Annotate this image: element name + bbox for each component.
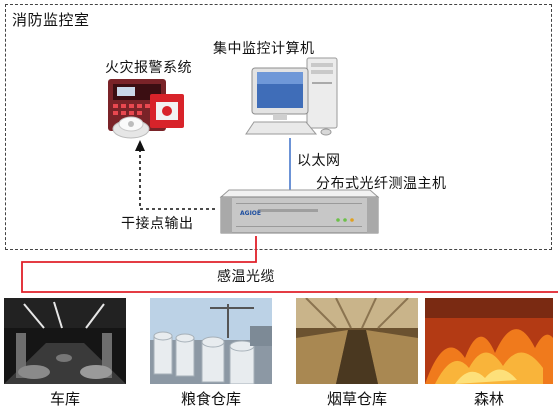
- dry-contact-label: 干接点输出: [121, 216, 194, 232]
- monitoring-room-label: 消防监控室: [12, 11, 90, 29]
- ethernet-label: 以太网: [297, 153, 341, 169]
- grain-warehouse-photo: [150, 298, 272, 384]
- forest-caption: 森林: [473, 390, 504, 408]
- host-label: 分布式光纤测温主机: [316, 176, 447, 192]
- garage-caption: 车库: [49, 390, 80, 408]
- computer-label: 集中监控计算机: [213, 41, 315, 57]
- forest-photo: [425, 298, 553, 384]
- monitoring-room-boundary: [5, 4, 552, 250]
- monitoring-computer: [245, 57, 338, 136]
- grain-warehouse-caption: 粮食仓库: [180, 390, 241, 408]
- garage-photo: [4, 298, 126, 384]
- tobacco-warehouse-photo: [296, 298, 418, 384]
- sensing-cable-line: [21, 236, 558, 293]
- dry-contact-arrowhead: [135, 140, 145, 151]
- dry-contact-arrow-line: [139, 150, 215, 210]
- host-brand-text: AGIOE: [240, 210, 261, 217]
- fire-alarm-label: 火灾报警系统: [105, 60, 192, 76]
- dts-host-unit: [219, 189, 380, 234]
- sensing-cable-label: 感温光缆: [217, 269, 275, 285]
- tobacco-warehouse-caption: 烟草仓库: [326, 390, 387, 408]
- fire-alarm-devices: [108, 79, 184, 139]
